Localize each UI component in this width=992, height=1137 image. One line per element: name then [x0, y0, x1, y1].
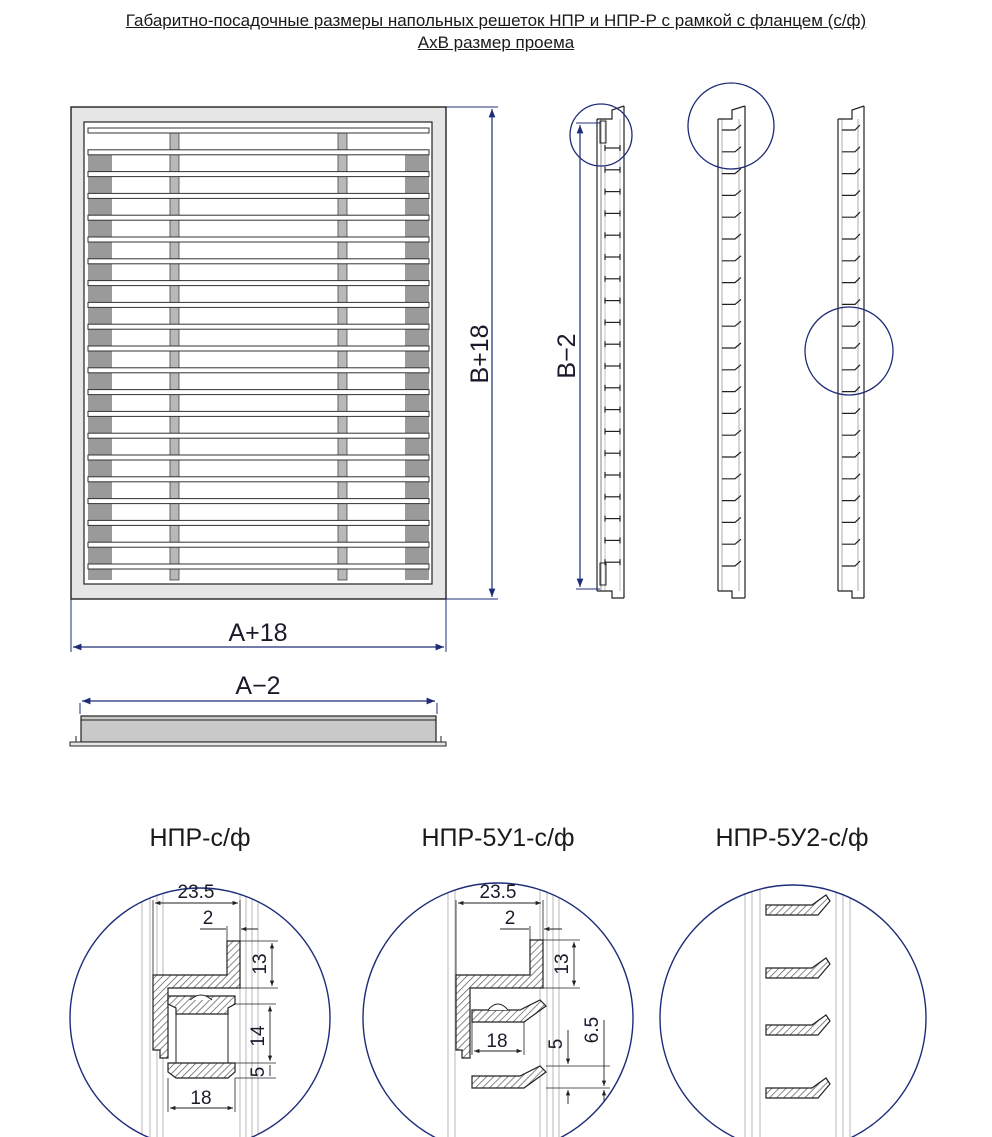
slat	[87, 498, 430, 505]
dim-18: 18	[486, 1031, 507, 1052]
label-outer-height: B+18	[466, 324, 494, 383]
slat	[87, 171, 430, 178]
detail-circle-2	[687, 82, 775, 170]
dimension-outer-width: A+18	[70, 599, 447, 652]
slat	[87, 301, 430, 308]
slat	[87, 236, 430, 243]
label-inner-width: A−2	[235, 672, 280, 700]
side-section-1	[569, 103, 633, 599]
slat	[87, 563, 430, 570]
support-bar-left	[169, 132, 180, 581]
slat	[87, 432, 430, 439]
dim-18: 18	[190, 1088, 211, 1109]
label-outer-width: A+18	[228, 619, 287, 647]
left-slot-strip	[88, 150, 112, 580]
dim-14: 14	[248, 1025, 269, 1047]
slat	[87, 127, 430, 134]
dim-5: 5	[546, 1039, 567, 1050]
detail-circle-3	[804, 306, 894, 396]
slat	[87, 258, 430, 265]
dim-2: 2	[505, 908, 516, 929]
slat	[87, 323, 430, 330]
section-title-npr-5u2: НПР-5У2-с/ф	[715, 824, 869, 852]
support-bar-right	[337, 132, 348, 581]
grille-bottom-view: A−2	[69, 672, 447, 747]
dim-2: 2	[203, 908, 214, 929]
slat	[87, 476, 430, 483]
slat-profile	[765, 957, 831, 979]
right-slot-strip	[405, 150, 429, 580]
dim-23-5: 23.5	[178, 882, 215, 903]
dimension-inner-height: B−2	[553, 122, 600, 590]
slat	[87, 192, 430, 199]
dim-13: 13	[250, 953, 271, 974]
side-section-2	[687, 82, 775, 599]
side-section-3	[804, 105, 894, 599]
drawing-title: Габаритно-посадочные размеры напольных р…	[125, 11, 867, 30]
detail-section-npr: 23.5 2 13 14 5 18	[69, 882, 331, 1137]
slat-profile	[765, 1014, 831, 1036]
inner-frame	[83, 121, 433, 585]
detail-circle-1	[569, 103, 633, 167]
slat-profile	[765, 894, 831, 916]
dim-23-5: 23.5	[480, 882, 517, 903]
grille-front-view	[70, 106, 447, 600]
slat	[87, 280, 430, 287]
slat	[87, 454, 430, 461]
section-title-npr-5u1: НПР-5У1-с/ф	[421, 824, 575, 852]
dimension-outer-height: B+18	[446, 106, 498, 600]
dim-6-5: 6.5	[582, 1017, 603, 1043]
grille-slats	[87, 127, 430, 570]
label-inner-height: B−2	[553, 333, 581, 378]
slat	[87, 149, 430, 156]
slat	[87, 541, 430, 548]
slat	[87, 214, 430, 221]
section-title-npr: НПР-с/ф	[149, 824, 251, 852]
dim-13: 13	[552, 953, 573, 974]
slat	[87, 389, 430, 396]
dim-5: 5	[248, 1067, 269, 1078]
slat	[87, 410, 430, 417]
slat	[87, 519, 430, 526]
slat	[87, 345, 430, 352]
detail-section-npr-5u2	[659, 884, 927, 1137]
drawing-subtitle: АхВ размер проема	[417, 33, 575, 52]
detail-section-npr-5u1: 23.5 2 13 18 5 6.5	[362, 882, 634, 1137]
slat-profile	[765, 1077, 831, 1099]
slat	[87, 367, 430, 374]
